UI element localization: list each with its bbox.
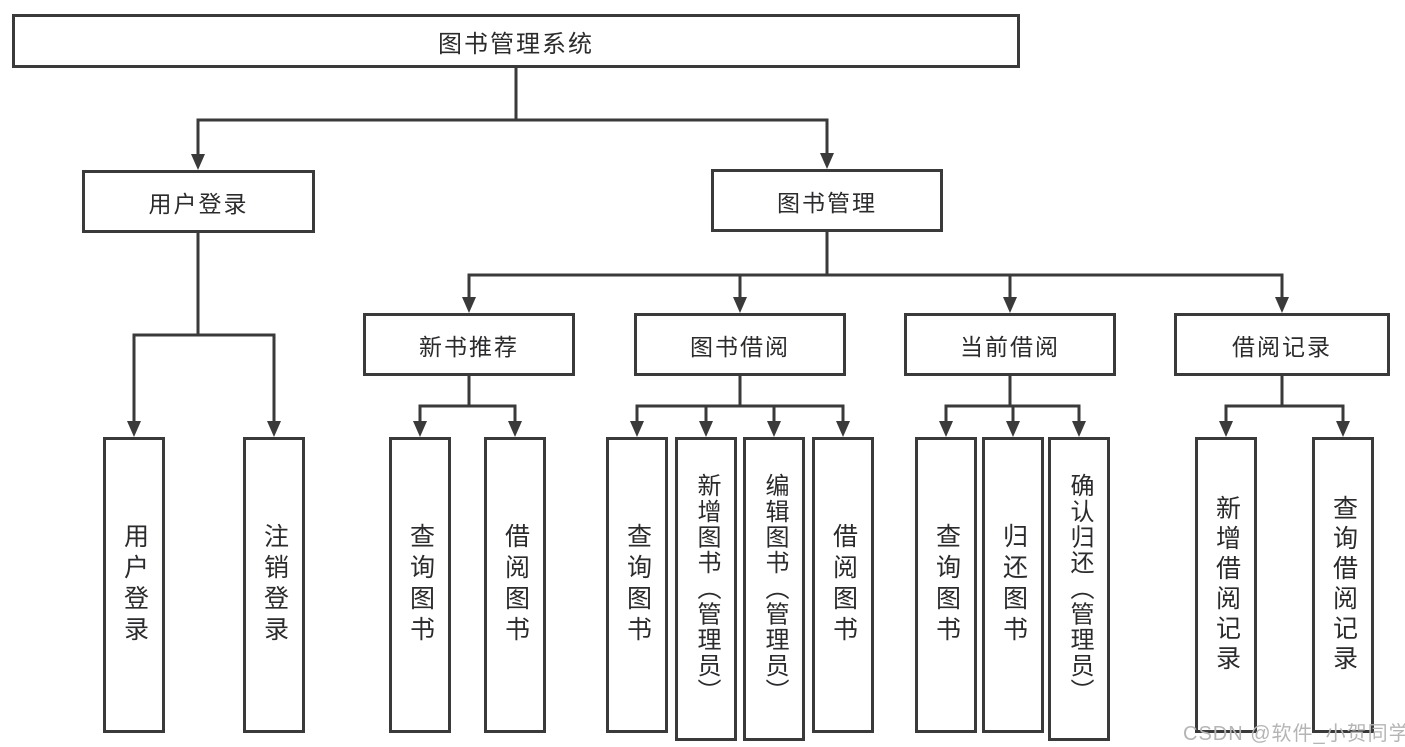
node-user-login-label: 用户登录 xyxy=(148,190,249,217)
node-book-management: 图书管理 xyxy=(711,169,943,232)
leaf-current-return-books-label: 归还图书 xyxy=(999,523,1028,647)
leaf-borrow-edit-books-admin-label: 编辑图书（管理员） xyxy=(761,473,788,705)
node-current-borrow-label: 当前借阅 xyxy=(960,333,1060,360)
leaf-current-query-books-label: 查询图书 xyxy=(932,523,961,647)
leaf-borrow-query-books: 查询图书 xyxy=(606,437,668,733)
node-book-management-label: 图书管理 xyxy=(777,189,877,216)
leaf-current-query-books: 查询图书 xyxy=(915,437,977,733)
leaf-recommend-borrow-books: 借阅图书 xyxy=(484,437,546,733)
node-root-label: 图书管理系统 xyxy=(438,30,594,58)
leaf-current-confirm-return-admin-label: 确认归还（管理员） xyxy=(1066,473,1093,705)
node-borrow-records-label: 借阅记录 xyxy=(1232,333,1332,360)
leaf-records-add-record-label: 新增借阅记录 xyxy=(1212,495,1241,675)
leaf-logout-label: 注销登录 xyxy=(260,523,289,647)
node-new-book-recommend-label: 新书推荐 xyxy=(419,333,519,360)
leaf-current-confirm-return-admin: 确认归还（管理员） xyxy=(1048,437,1110,741)
node-book-borrow-label: 图书借阅 xyxy=(690,333,790,360)
node-book-borrow: 图书借阅 xyxy=(634,313,846,376)
leaf-recommend-query-books: 查询图书 xyxy=(389,437,451,733)
leaf-borrow-borrow-books-label: 借阅图书 xyxy=(829,523,858,647)
leaf-recommend-borrow-books-label: 借阅图书 xyxy=(501,523,530,647)
leaf-recommend-query-books-label: 查询图书 xyxy=(406,523,435,647)
leaf-user-login-label: 用户登录 xyxy=(120,523,149,647)
leaf-logout: 注销登录 xyxy=(243,437,305,733)
leaf-user-login: 用户登录 xyxy=(103,437,165,733)
leaf-records-query-record: 查询借阅记录 xyxy=(1312,437,1374,733)
node-root-system: 图书管理系统 xyxy=(12,14,1020,68)
node-user-login: 用户登录 xyxy=(82,170,315,233)
leaf-current-return-books: 归还图书 xyxy=(982,437,1044,733)
leaf-borrow-add-books-admin: 新增图书（管理员） xyxy=(675,437,737,741)
leaf-borrow-borrow-books: 借阅图书 xyxy=(812,437,874,733)
node-current-borrow: 当前借阅 xyxy=(904,313,1116,376)
csdn-watermark: CSDN @软件_小贺同学 xyxy=(1183,723,1405,745)
leaf-borrow-add-books-admin-label: 新增图书（管理员） xyxy=(693,473,720,705)
node-borrow-records: 借阅记录 xyxy=(1174,313,1390,376)
leaf-records-query-record-label: 查询借阅记录 xyxy=(1329,495,1358,675)
leaf-records-add-record: 新增借阅记录 xyxy=(1195,437,1257,733)
leaf-borrow-edit-books-admin: 编辑图书（管理员） xyxy=(743,437,805,741)
leaf-borrow-query-books-label: 查询图书 xyxy=(623,523,652,647)
node-new-book-recommend: 新书推荐 xyxy=(363,313,575,376)
